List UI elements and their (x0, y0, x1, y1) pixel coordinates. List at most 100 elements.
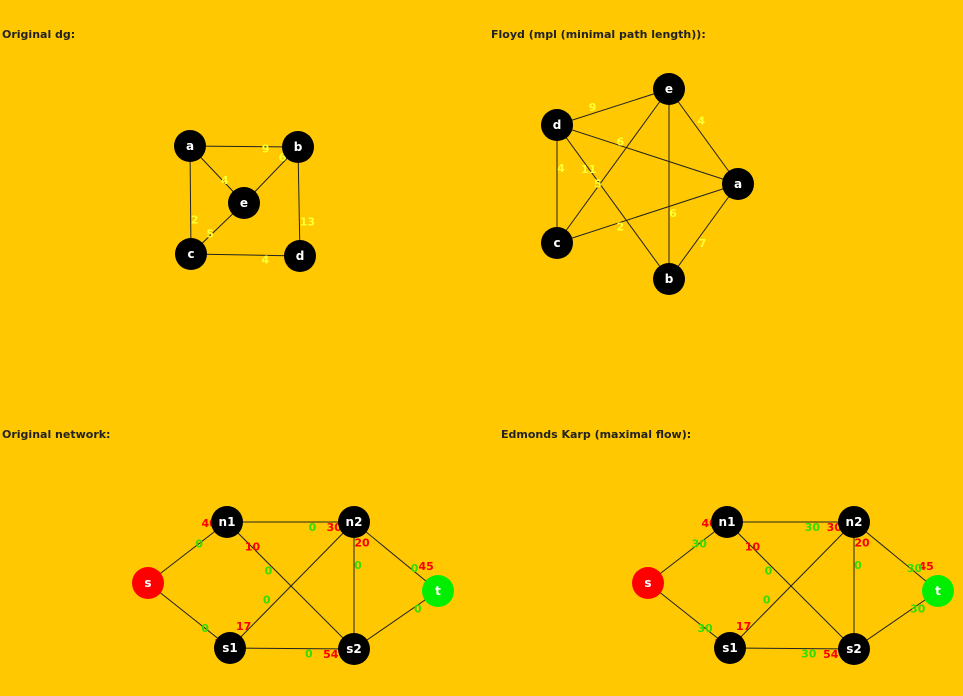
node-n1[interactable]: n1 (711, 506, 743, 538)
node-b[interactable]: b (282, 131, 314, 163)
node-circle (228, 187, 260, 219)
node-a[interactable]: a (174, 130, 206, 162)
edge-weight-label: 9 (589, 101, 597, 114)
edge-n1-s2 (726, 521, 855, 650)
edge-s2-t (353, 590, 439, 650)
node-s2[interactable]: s2 (838, 633, 870, 665)
node-label: c (553, 236, 560, 250)
nodes: s n1 n2 s1 s2 t (132, 506, 454, 665)
edge-s-n1 (147, 521, 228, 584)
node-circle (284, 240, 316, 272)
node-e[interactable]: e (228, 187, 260, 219)
edge-flow-label: 0 (354, 559, 362, 572)
nodes: s n1 n2 s1 s2 t (632, 506, 954, 665)
edge-flow-label: 0 (765, 564, 773, 577)
edge-labels: 400300300100170200450540320 (195, 517, 442, 661)
edge-weight-label: 4 (261, 253, 269, 266)
node-circle (838, 633, 870, 665)
edge-s2-t (853, 590, 939, 650)
node-d[interactable]: d (284, 240, 316, 272)
node-circle (338, 633, 370, 665)
node-label: d (296, 249, 305, 263)
edge-capacity-label: 45 (419, 560, 434, 573)
edge-flow-label: 30 (805, 521, 821, 534)
edge-weight-label: 5 (206, 227, 214, 240)
node-t[interactable]: t (922, 575, 954, 607)
edges (647, 521, 939, 650)
node-c[interactable]: c (541, 227, 573, 259)
edge-n2-t (353, 521, 439, 592)
node-label: n2 (346, 515, 363, 529)
edge-capacity-label: 20 (354, 536, 370, 549)
node-e[interactable]: e (653, 73, 685, 105)
edge-flow-label: 0 (305, 648, 313, 661)
node-label: e (240, 196, 248, 210)
edge-flow-label: 0 (414, 602, 422, 615)
node-label: t (935, 584, 941, 598)
edge-s1-n2 (729, 521, 855, 649)
node-label: s2 (846, 642, 862, 656)
edge-flow-label: 0 (854, 559, 862, 572)
node-circle (632, 567, 664, 599)
edge-capacity-label: 17 (236, 620, 251, 633)
node-circle (711, 506, 743, 538)
edge-a-b (668, 183, 739, 280)
node-label: s2 (346, 642, 362, 656)
edge-weight-label: 7 (699, 237, 707, 250)
edge-c-a (556, 183, 739, 244)
node-s1[interactable]: s1 (214, 632, 246, 664)
edge-d-b (556, 124, 670, 280)
node-n2[interactable]: n2 (338, 506, 370, 538)
edge-a-b (189, 145, 299, 148)
edge-d-a (556, 124, 739, 185)
node-s2[interactable]: s2 (338, 633, 370, 665)
edge-flow-label: 0 (263, 594, 271, 607)
edge-weight-label: 4 (697, 114, 705, 127)
node-d[interactable]: d (541, 109, 573, 141)
edge-weight-label: 5 (594, 177, 602, 190)
edge-weight-label: 6 (279, 151, 287, 164)
node-circle (282, 131, 314, 163)
edge-b-d (297, 146, 301, 257)
node-label: n2 (846, 515, 863, 529)
node-s[interactable]: s (632, 567, 664, 599)
edge-capacity-label: 20 (854, 536, 870, 549)
edge-weight-label: 2 (191, 214, 199, 227)
edge-s1-s2 (729, 647, 855, 650)
edge-flow-label: 0 (265, 564, 273, 577)
edge-weight-label: 9 (262, 143, 270, 156)
node-c[interactable]: c (175, 238, 207, 270)
edge-weight-label: 4 (557, 162, 565, 175)
floyd-title: Floyd (mpl (minimal path length)): (491, 28, 706, 41)
edge-c-d (190, 253, 301, 257)
node-label: s (644, 576, 651, 590)
node-circle (338, 506, 370, 538)
node-circle (541, 109, 573, 141)
node-n2[interactable]: n2 (838, 506, 870, 538)
node-t[interactable]: t (422, 575, 454, 607)
nodes: a b e c d (174, 130, 316, 272)
node-label: e (665, 82, 673, 96)
edmonds-karp-title: Edmonds Karp (maximal flow): (501, 428, 692, 441)
edge-flow-label: 0 (201, 622, 209, 635)
node-s1[interactable]: s1 (714, 632, 746, 664)
edge-n2-t (853, 521, 939, 592)
node-s[interactable]: s (132, 567, 164, 599)
edge-weight-label: 6 (617, 136, 625, 149)
node-a[interactable]: a (722, 168, 754, 200)
node-n1[interactable]: n1 (211, 506, 243, 538)
node-circle (211, 506, 243, 538)
original-dg-title: Original dg: (2, 28, 76, 41)
edges (147, 521, 439, 650)
original-network-title: Original network: (2, 428, 111, 441)
node-label: t (435, 584, 441, 598)
node-circle (175, 238, 207, 270)
node-b[interactable]: b (653, 263, 685, 295)
edge-flow-label: 0 (195, 537, 203, 550)
original-network-graph: 400300300100170200450540320sn1n2s1s2t (132, 506, 454, 665)
edge-flow-label: 30 (692, 537, 708, 550)
node-label: s (144, 576, 151, 590)
node-label: n1 (719, 515, 736, 529)
